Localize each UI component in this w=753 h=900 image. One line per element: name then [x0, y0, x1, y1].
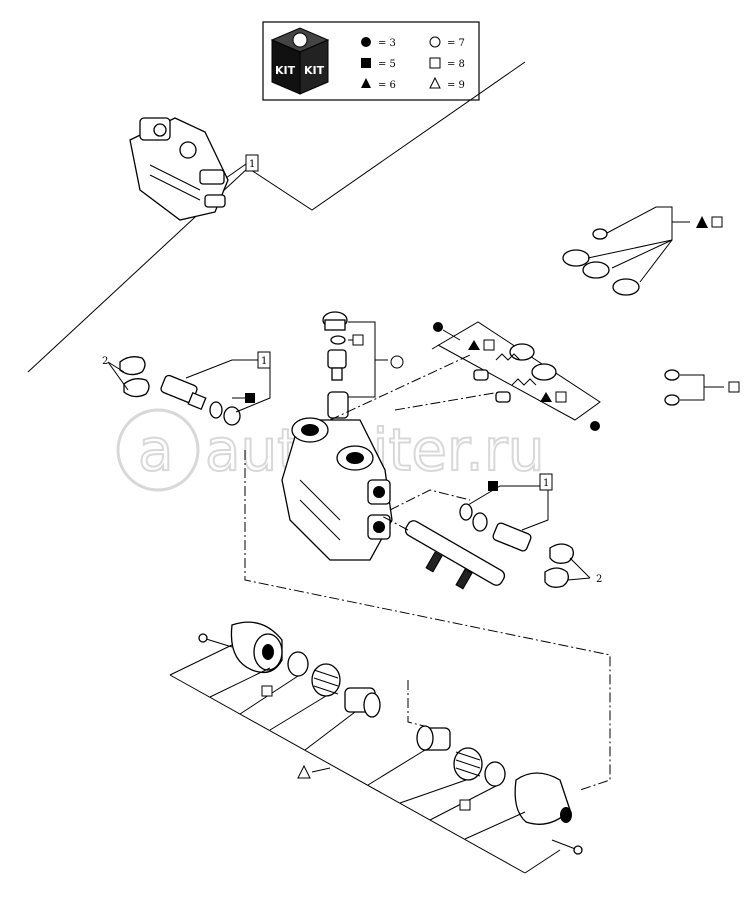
guide-line-lower — [407, 680, 441, 731]
hollow-square-icon — [261, 685, 273, 697]
kit-cube-icon: KIT KIT — [270, 27, 330, 95]
legend-item-2: = 7 — [447, 38, 465, 49]
guide-line-upper-2 — [394, 391, 501, 411]
filled-square-icon — [488, 481, 498, 491]
guide-line-body — [379, 514, 409, 531]
hollow-circle-icon — [429, 36, 441, 48]
left-relief-cartridge: 2 1 — [102, 351, 271, 426]
end-cap-assembly-right — [416, 725, 583, 855]
right-relief-cartridge: 2 1 — [459, 473, 602, 588]
lower-callout-frame — [169, 644, 561, 874]
filled-square-icon — [361, 58, 371, 68]
ref-box-top-label: 1 — [249, 159, 255, 170]
kit-legend: KIT KIT = 3 = 7 = 5 = 8 = 6 = 9 — [262, 21, 480, 101]
kit-label-left: KIT — [275, 64, 296, 77]
ref-box-top — [245, 154, 259, 172]
filled-circle-icon — [433, 322, 443, 332]
filled-circle-icon — [361, 37, 371, 47]
relief-valve-stack — [322, 311, 404, 419]
hollow-triangle-icon — [429, 76, 441, 89]
end-cap-assembly-left — [198, 621, 381, 718]
ref-box-left-label: 1 — [261, 356, 267, 367]
watermark-glyph: a — [138, 416, 174, 484]
ref-box-left — [257, 351, 271, 369]
ref-number-right: 2 — [596, 574, 602, 585]
filled-triangle-icon — [696, 216, 708, 228]
legend-item-4: = 8 — [447, 59, 465, 70]
ref-box-right — [539, 473, 553, 491]
legend-item-5: = 6 — [378, 80, 396, 91]
legend-item-3: = 5 — [378, 59, 396, 70]
hollow-square-icon — [429, 57, 441, 69]
guide-line-upper — [329, 354, 471, 421]
spool — [404, 520, 506, 590]
guide-line-right — [389, 489, 471, 511]
guide-line-main — [244, 450, 611, 791]
filled-triangle-icon — [468, 340, 480, 350]
filled-triangle-icon — [361, 78, 371, 88]
filled-circle-icon — [590, 421, 600, 431]
ref-box-right-label: 1 — [543, 478, 549, 489]
kit-label-right: KIT — [304, 64, 325, 77]
legend-item-1: = 3 — [378, 38, 396, 49]
hollow-circle-icon — [390, 355, 404, 369]
legend-item-6: = 9 — [447, 80, 465, 91]
o-ring-set-top-right — [562, 206, 723, 296]
filled-triangle-icon — [540, 392, 552, 402]
hollow-triangle-icon — [297, 764, 311, 779]
hollow-square-icon — [555, 391, 567, 403]
filled-square-icon — [245, 393, 255, 403]
hollow-square-icon — [352, 334, 364, 346]
hollow-square-icon — [711, 216, 723, 228]
valve-body — [281, 417, 393, 561]
separator-line — [27, 61, 526, 373]
o-ring-set-right — [664, 369, 740, 406]
hollow-square-icon — [459, 799, 471, 811]
check-valve-pieces — [431, 321, 601, 431]
ref-number-left: 2 — [102, 356, 108, 367]
hollow-square-icon — [483, 339, 495, 351]
hollow-square-icon — [728, 381, 740, 393]
valve-assembly-overview — [129, 117, 229, 221]
